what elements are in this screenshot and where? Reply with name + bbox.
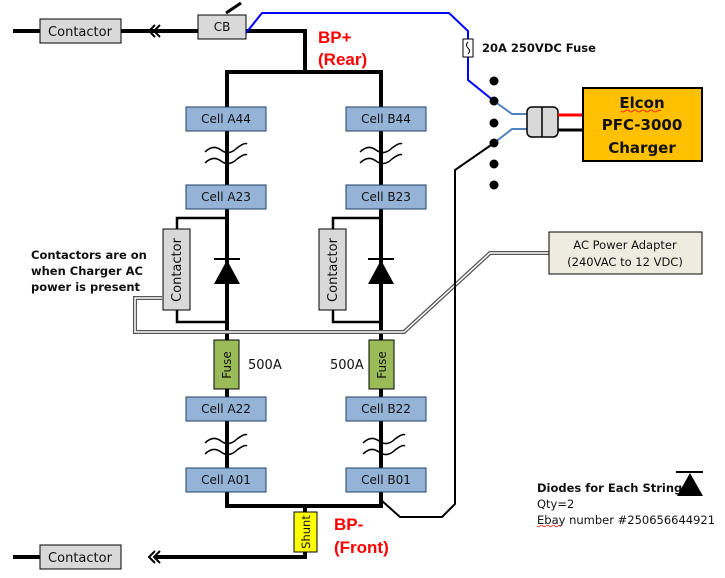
diode-note-qty: Qty=2	[537, 497, 574, 511]
cell-a23	[185, 184, 267, 210]
cell-b01-label: Cell B01	[361, 473, 411, 487]
cell-b44-label: Cell B44	[361, 112, 411, 126]
top-contactor-label: Contactor	[48, 25, 113, 40]
negative-return-wire	[380, 142, 495, 518]
cell-b44	[345, 106, 427, 132]
break-icon	[362, 433, 406, 445]
terminal-dot	[489, 159, 499, 169]
string-a-fuse-rating: 500A	[248, 358, 282, 373]
ac-adapter-box	[548, 231, 703, 275]
string-b: Cell B44 Cell B23 Contactor Fuse 500A Ce…	[318, 106, 427, 493]
string-a-contactor-wire-bottom	[175, 310, 227, 324]
string-b-contactor-label: Contactor	[326, 237, 341, 302]
break-icon	[359, 142, 403, 154]
cell-a23-label: Cell A23	[201, 190, 251, 204]
string-b-fuse-rating: 500A	[330, 358, 364, 373]
cb-handle-icon	[225, 1, 242, 15]
terminal-dots	[489, 76, 499, 190]
break-icon	[204, 433, 248, 445]
diode-note-title: Diodes for Each String:	[537, 481, 687, 495]
ac-adapter-line-1: AC Power Adapter	[573, 238, 677, 252]
diode-note-ebay: Ebay number #250656644921	[537, 513, 715, 527]
string-a-diode-icon	[214, 258, 240, 284]
cb-pilot-wire	[245, 12, 469, 42]
terminal-dot	[489, 96, 499, 106]
top-contactor-box	[39, 18, 122, 44]
charger-line-3: Charger	[608, 139, 676, 157]
break-icon	[204, 153, 248, 165]
fuse-20a-label: 20A 250VDC Fuse	[482, 41, 596, 55]
string-a-fuse	[213, 339, 240, 390]
shunt-label: Shunt	[299, 515, 313, 549]
string-b-diode-icon	[368, 258, 394, 284]
string-b-fuse	[368, 339, 395, 390]
fuse-to-connector-wire	[467, 57, 495, 102]
cell-a01-label: Cell A01	[201, 473, 251, 487]
terminal-dot	[489, 180, 499, 190]
bottom-bus-wire	[225, 492, 383, 508]
diode-legend-icon	[676, 471, 703, 496]
string-b-contactor-wire-bottom	[331, 310, 381, 324]
bp-plus-label: BP+	[318, 28, 352, 47]
break-icon	[204, 444, 248, 456]
terminal-dot	[489, 76, 499, 86]
cb-box	[197, 14, 247, 40]
terminal-dot	[489, 138, 499, 148]
break-icon	[359, 153, 403, 165]
cb-to-bp-plus-wire	[246, 29, 307, 72]
cell-b23-label: Cell B23	[361, 190, 411, 204]
bp-minus-sublabel: (Front)	[334, 538, 389, 557]
bottom-contactor-box	[39, 544, 122, 570]
cell-b23	[345, 184, 427, 210]
cell-b01	[345, 467, 427, 493]
bottom-contactor-label: Contactor	[48, 551, 113, 566]
contactor-note-line-2: when Charger AC	[31, 264, 143, 278]
shunt	[293, 511, 318, 553]
top-connector-chevron-icon	[147, 24, 161, 38]
ac-adapter-line-2: (240VAC to 12 VDC)	[567, 255, 683, 269]
cell-a22	[185, 396, 267, 422]
charger-box	[582, 87, 703, 162]
string-a-contactor	[162, 228, 191, 311]
break-icon	[362, 444, 406, 456]
connector-wire-negative	[493, 128, 527, 144]
adapter-control-wire	[133, 251, 549, 334]
cell-b22-label: Cell B22	[361, 402, 411, 416]
cell-a22-label: Cell A22	[201, 402, 251, 416]
break-icon	[204, 142, 248, 154]
bp-minus-label: BP-	[334, 515, 363, 534]
cell-a44	[185, 106, 267, 132]
connector-wire-positive	[493, 100, 527, 115]
bp-plus-sublabel: (Rear)	[318, 50, 367, 69]
cell-b22	[345, 396, 427, 422]
string-b-contactor-wire-top	[331, 216, 381, 229]
string-a-fuse-label: Fuse	[220, 351, 234, 379]
shunt-to-contactor-wire	[155, 552, 307, 559]
contactor-note-line-1: Contactors are on	[31, 248, 147, 262]
spellcheck-squiggle	[536, 524, 562, 528]
cb-label: CB	[214, 20, 231, 34]
fuse-20a-icon	[466, 41, 470, 55]
string-b-fuse-label: Fuse	[375, 351, 389, 379]
spellcheck-squiggle	[620, 109, 662, 113]
top-bus-wire	[225, 70, 383, 108]
string-b-contactor	[318, 228, 347, 311]
contactor-note-line-3: power is present	[31, 280, 141, 294]
cell-a44-label: Cell A44	[201, 112, 251, 126]
terminal-dot	[489, 118, 499, 128]
charger-line-1: Elcon	[619, 94, 664, 112]
cell-a01	[185, 467, 267, 493]
charger-line-2: PFC-3000	[602, 116, 683, 134]
string-a-contactor-label: Contactor	[170, 237, 185, 302]
bottom-connector-chevron-icon	[147, 550, 161, 564]
string-a: Cell A44 Cell A23 Contactor Fuse 500A Ce…	[162, 106, 282, 493]
